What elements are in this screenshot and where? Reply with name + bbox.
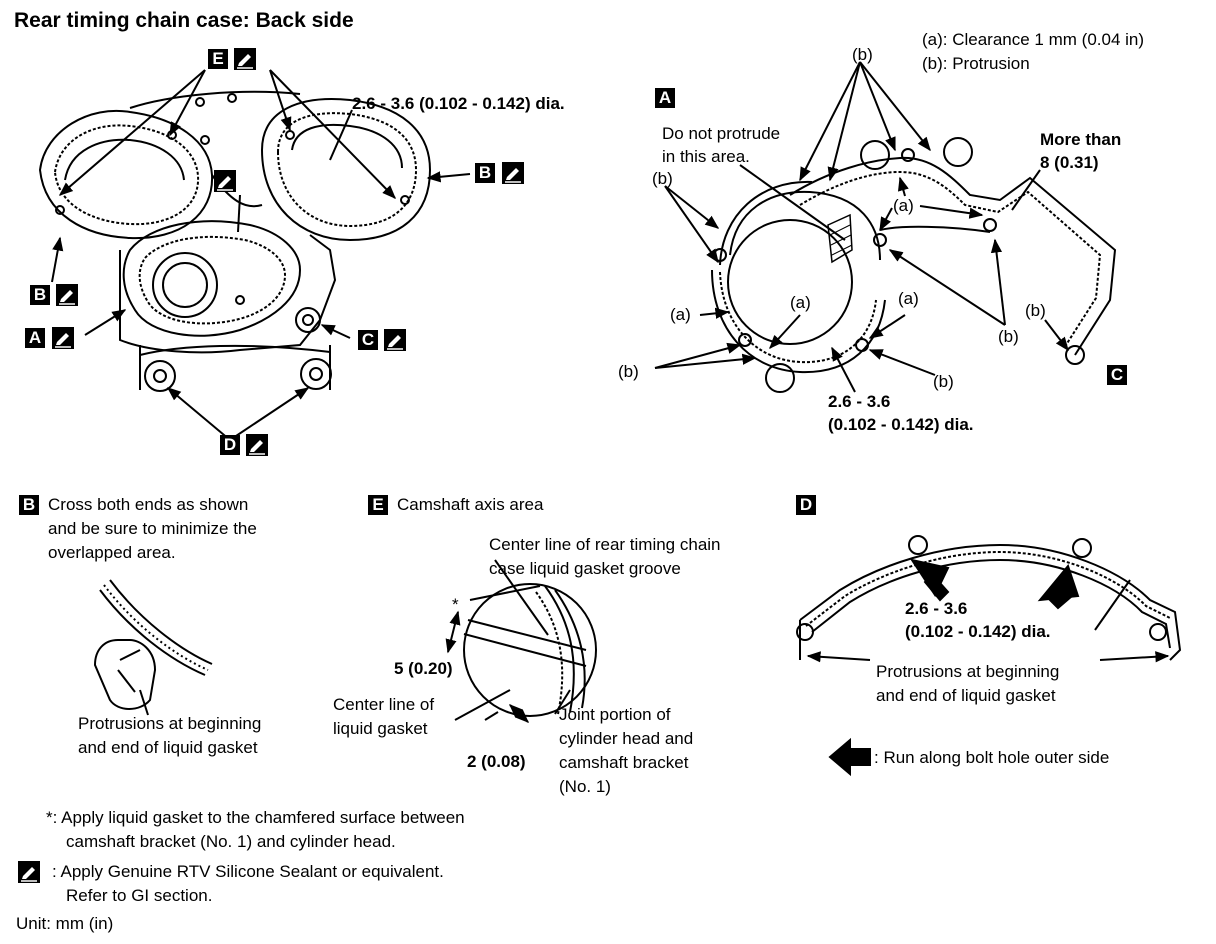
label-a-box: A [25, 328, 45, 348]
detail-e-box: E [368, 495, 388, 515]
protrusion-label: (b) [933, 372, 954, 391]
protrusion-label: (b) [998, 327, 1019, 346]
joint-portion: (No. 1) [559, 777, 611, 796]
detail-b-text: overlapped area. [48, 543, 176, 562]
detail-a-drawing [654, 61, 1117, 393]
dim-2: 2 (0.08) [467, 752, 526, 771]
protrusion-label: (b) [618, 362, 639, 381]
sealant-icon [56, 284, 78, 306]
detail-b-drawing [93, 579, 213, 716]
detail-b-text: and be sure to minimize the [48, 519, 257, 538]
page-title: Rear timing chain case: Back side [14, 9, 354, 32]
detail-d-protrusions: and end of liquid gasket [876, 686, 1056, 705]
legend-b: (b): Protrusion [922, 54, 1030, 73]
clearance-label: (a) [898, 289, 919, 308]
asterisk-mark: * [452, 595, 459, 614]
sealant-icon [246, 434, 268, 456]
protrusion-label: (b) [1025, 301, 1046, 320]
detail-e-drawing [445, 559, 597, 723]
note-star: camshaft bracket (No. 1) and cylinder he… [66, 832, 396, 851]
no-protrude-text: in this area. [662, 147, 750, 166]
detail-d-dia: 2.6 - 3.6 [905, 599, 968, 618]
label-d-box: D [220, 435, 240, 455]
detail-d-drawing [796, 535, 1182, 663]
main-dia-label: 2.6 - 3.6 (0.102 - 0.142) dia. [352, 94, 565, 113]
clearance-label: (a) [790, 293, 811, 312]
sealant-icon [384, 329, 406, 351]
rear-case-drawing [38, 69, 471, 441]
arrow-legend-text: : Run along bolt hole outer side [874, 748, 1110, 767]
detail-a-dia: (0.102 - 0.142) dia. [828, 415, 974, 434]
note-sealant: : Apply Genuine RTV Silicone Sealant or … [52, 862, 444, 881]
detail-d-protrusions: Protrusions at beginning [876, 662, 1060, 681]
crank-gasket [122, 220, 302, 337]
sealant-icon [502, 162, 524, 184]
joint-portion: camshaft bracket [559, 753, 689, 772]
detail-b-text: Cross both ends as shown [48, 495, 249, 514]
note-sealant: Refer to GI section. [66, 886, 213, 905]
label-e-box: E [208, 49, 228, 69]
sealant-icon [214, 170, 236, 192]
note-star: *: Apply liquid gasket to the chamfered … [46, 808, 465, 827]
right-cam-gasket [260, 98, 432, 242]
label-b-box: B [475, 163, 495, 183]
more-than-value: 8 (0.31) [1040, 153, 1099, 172]
label-c-box: C [358, 330, 378, 350]
detail-c-box: C [1107, 365, 1127, 385]
legend-run-arrow [828, 737, 871, 777]
sealant-icon [18, 861, 40, 883]
protrusion-label: (b) [852, 45, 873, 64]
gasket-center-line: Center line of [333, 695, 435, 714]
protrusion-label: (b) [652, 169, 673, 188]
detail-d-box: D [796, 495, 816, 515]
clearance-label: (a) [893, 196, 914, 215]
no-protrude-text: Do not protrude [662, 124, 781, 143]
clearance-label: (a) [670, 305, 691, 324]
gasket-center-line: liquid gasket [333, 719, 428, 738]
sealant-icon [234, 48, 256, 70]
groove-center-line: case liquid gasket groove [489, 559, 681, 578]
sealant-icon [52, 327, 74, 349]
dim-5: 5 (0.20) [394, 659, 453, 678]
detail-a-dia: 2.6 - 3.6 [828, 392, 891, 411]
unit-note: Unit: mm (in) [16, 914, 114, 933]
detail-d-dia: (0.102 - 0.142) dia. [905, 622, 1051, 641]
detail-b-protrusions: Protrusions at beginning [78, 714, 262, 733]
joint-portion: cylinder head and [559, 729, 694, 748]
label-b-box: B [30, 285, 50, 305]
groove-center-line: Center line of rear timing chain [489, 535, 721, 554]
legend-a: (a): Clearance 1 mm (0.04 in) [922, 30, 1145, 49]
detail-e-title: Camshaft axis area [397, 495, 544, 514]
detail-a-box: A [655, 88, 675, 108]
detail-b-box: B [19, 495, 39, 515]
detail-b-protrusions: and end of liquid gasket [78, 738, 258, 757]
more-than-label: More than [1040, 130, 1122, 149]
joint-portion: Joint portion of [559, 705, 671, 724]
